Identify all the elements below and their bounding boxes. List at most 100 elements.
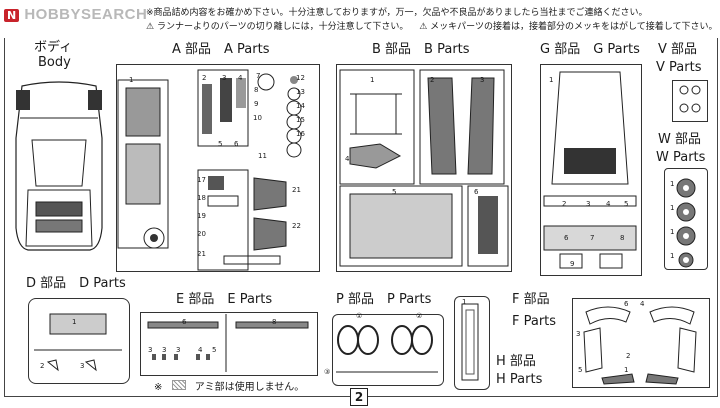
b-part-number: 3 — [480, 76, 485, 84]
p-part-number: ② — [416, 312, 423, 320]
section-h-title-en: H Parts — [496, 372, 543, 387]
p-parts-drawing — [336, 325, 438, 373]
g-part-number: 8 — [620, 234, 625, 242]
note-text-2: ランナーよりのパーツの切り離しには，十分注意して下さい。 — [156, 22, 409, 32]
d-part-number: 2 — [40, 362, 45, 370]
g-part-number: 2 — [562, 200, 567, 208]
a-part-number: 7 — [256, 72, 261, 80]
e-part-number: 4 — [198, 346, 203, 354]
a-part-number: 13 — [296, 88, 305, 96]
body-drawing — [15, 81, 103, 251]
e-part-number: 6 — [182, 318, 187, 326]
watermark-text: HOBBYSEARCH — [24, 6, 148, 23]
p-part-number: ① — [356, 312, 363, 320]
w-part-number: 1 — [670, 228, 675, 236]
watermark: N HOBBYSEARCH — [4, 4, 147, 23]
g-part-number: 7 — [590, 234, 595, 242]
f-part-number: 4 — [640, 300, 645, 308]
section-h-title-jp: H 部品 — [496, 354, 536, 369]
a-part-number: 12 — [296, 74, 305, 82]
e-part-number: 3 — [148, 346, 153, 354]
w-parts-drawing — [676, 178, 696, 268]
a-part-number: 20 — [197, 230, 206, 238]
a-parts-drawing — [117, 69, 302, 271]
section-f-title-en: F Parts — [512, 314, 557, 329]
a-part-number: 9 — [254, 100, 259, 108]
a-part-number: 3 — [222, 74, 227, 82]
f-part-number: 2 — [626, 352, 631, 360]
v-parts-drawing — [679, 85, 701, 113]
d-part-number: 1 — [72, 318, 77, 326]
b-part-number: 5 — [392, 188, 397, 196]
section-g-title: G 部品 G Parts — [540, 42, 640, 57]
warning-icon: ⚠ — [419, 22, 428, 32]
g-part-number: 1 — [549, 76, 554, 84]
e-parts-runner — [140, 312, 318, 376]
a-part-number: 22 — [292, 222, 301, 230]
a-part-number: 6 — [234, 140, 239, 148]
note-text-1: 商品詰め内容をお確かめ下さい。十分注意しておりますが，万一，欠品や不良品がありま… — [153, 8, 648, 18]
p-part-number: ③ — [324, 368, 331, 376]
a-part-number: 5 — [218, 140, 223, 148]
watermark-logo: N — [4, 9, 20, 22]
section-a-title: A 部品 A Parts — [172, 42, 270, 57]
a-part-number: 16 — [296, 130, 305, 138]
h-part-number: 1 — [462, 298, 467, 306]
a-part-number: 2 — [202, 74, 207, 82]
d-parts-drawing — [34, 313, 122, 372]
e-part-number: 5 — [212, 346, 217, 354]
a-part-number: 19 — [197, 212, 206, 220]
section-w-title-en: W Parts — [656, 150, 706, 165]
b-part-number: 2 — [430, 76, 435, 84]
mesh-note-text: アミ部は使用しません。 — [194, 382, 305, 393]
h-parts-drawing — [461, 303, 479, 381]
v-parts-runner — [672, 80, 708, 122]
note-line-1: ※商品詰め内容をお確かめ下さい。十分注意しておりますが，万一，欠品や不良品があり… — [146, 8, 647, 19]
a-part-number: 21 — [292, 186, 301, 194]
a-part-number: 4 — [238, 74, 243, 82]
e-parts-drawing — [147, 314, 309, 372]
d-parts-runner — [28, 298, 130, 384]
g-part-number: 9 — [570, 260, 575, 268]
a-part-number: 14 — [296, 102, 305, 110]
w-parts-runner — [664, 168, 708, 270]
a-part-number: 10 — [253, 114, 262, 122]
a-part-number: 17 — [197, 176, 206, 184]
section-v-title-jp: V 部品 — [658, 42, 698, 57]
e-part-number: 3 — [176, 346, 181, 354]
mesh-note: ※ アミ部は使用しません。 — [154, 380, 304, 393]
w-part-number: 1 — [670, 180, 675, 188]
a-part-number: 18 — [197, 194, 206, 202]
g-part-number: 6 — [564, 234, 569, 242]
section-d-title: D 部品 D Parts — [26, 276, 126, 291]
p-parts-runner — [332, 314, 444, 386]
g-part-number: 3 — [586, 200, 591, 208]
a-part-number: 1 — [129, 76, 134, 84]
h-parts-runner — [454, 296, 490, 390]
b-parts-drawing — [339, 69, 509, 267]
note-text-3: メッキパーツの接着は，接着部分のメッキをはがして接着して下さい。 — [430, 22, 718, 32]
a-part-number: 8 — [254, 86, 259, 94]
page-number: 2 — [354, 390, 364, 404]
b-part-number: 1 — [370, 76, 375, 84]
section-w-title-jp: W 部品 — [658, 132, 701, 147]
b-part-number: 6 — [474, 188, 479, 196]
mesh-note-mark: ※ — [154, 382, 163, 393]
f-part-number: 3 — [576, 330, 581, 338]
g-part-number: 4 — [606, 200, 611, 208]
body-label-en: Body — [38, 55, 71, 70]
note-asterisk: ※ — [146, 8, 154, 18]
a-part-number: 21 — [197, 250, 206, 258]
g-parts-drawing — [543, 71, 637, 269]
section-p-title: P 部品 P Parts — [336, 292, 432, 307]
b-part-number: 4 — [345, 155, 350, 163]
body-label-jp: ボディ — [34, 40, 73, 55]
mesh-icon — [171, 380, 186, 390]
f-parts-drawing — [583, 306, 697, 385]
section-v-title-en: V Parts — [656, 60, 702, 75]
f-part-number: 5 — [578, 366, 583, 374]
a-part-number: 11 — [258, 152, 267, 160]
section-b-title: B 部品 B Parts — [372, 42, 470, 57]
note-line-2: ⚠ ランナーよりのパーツの切り離しには，十分注意して下さい。 ⚠ メッキパーツの… — [146, 22, 717, 33]
section-e-title: E 部品 E Parts — [176, 292, 273, 307]
